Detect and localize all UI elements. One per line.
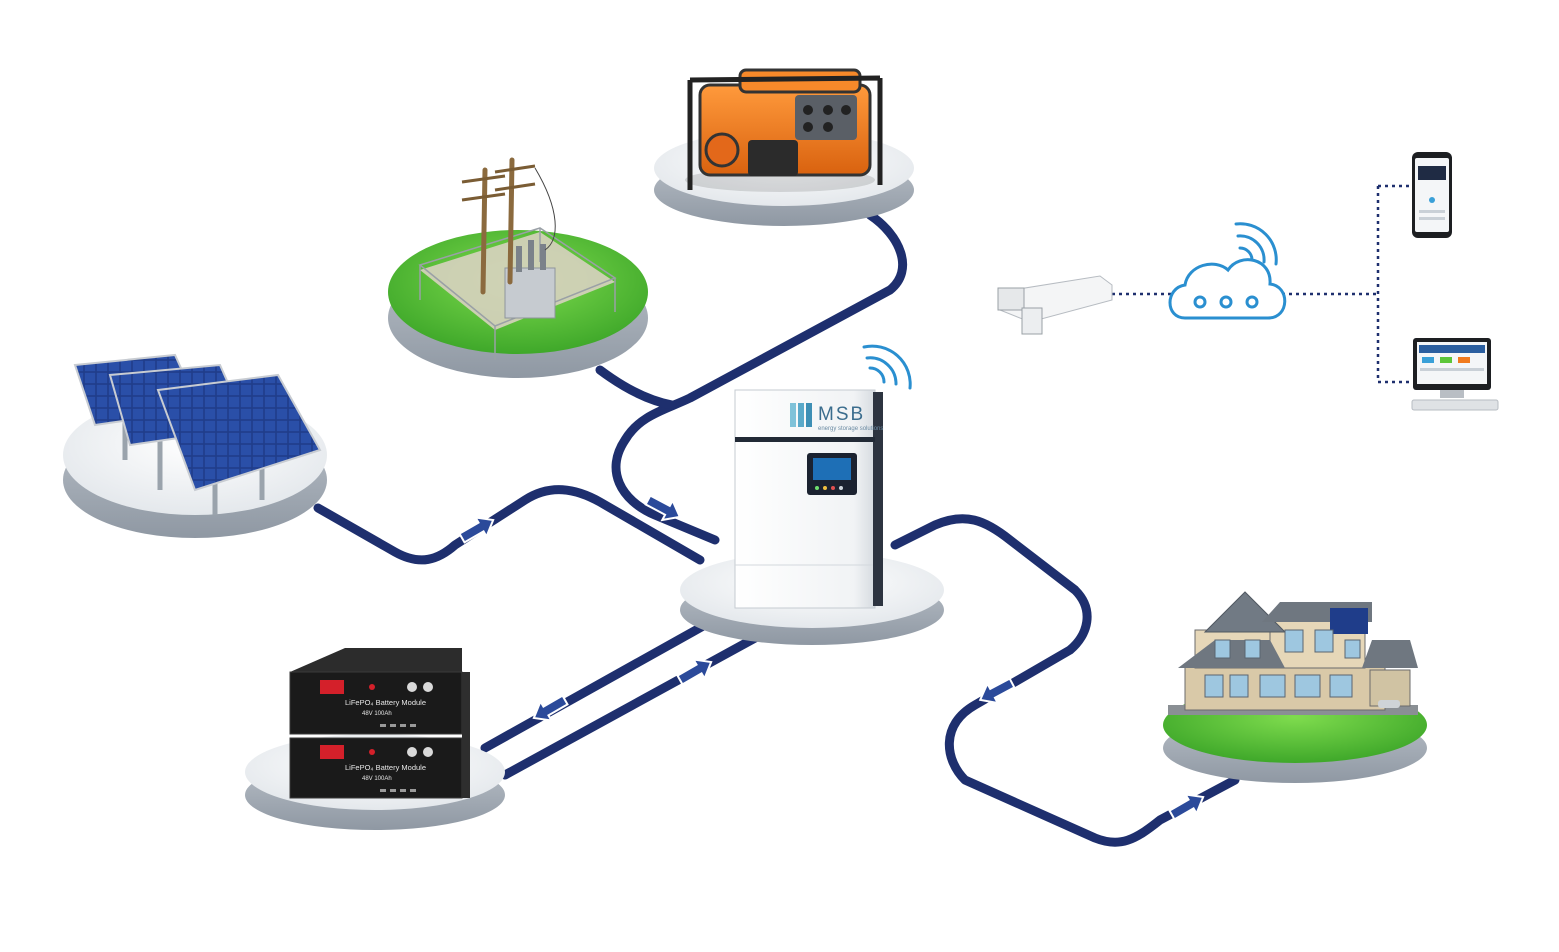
battery-module-top: [289, 671, 463, 735]
cable-grid: [595, 365, 677, 410]
arrow-to-battery: [532, 694, 569, 722]
house-icon: [1168, 591, 1418, 715]
battery-node: LiFePO₄ Battery Module 48V 100Ah LiFePO₄…: [245, 648, 505, 830]
battery-rack-icon: LiFePO₄ Battery Module 48V 100Ah LiFePO₄…: [289, 648, 470, 799]
generator-node: [654, 68, 914, 226]
battery-spec-top: 48V 100Ah: [362, 711, 392, 717]
battery-spec-bottom: 48V 100Ah: [362, 776, 392, 782]
connection-lines: [1112, 184, 1412, 384]
battery-label-top: LiFePO₄ Battery Module: [345, 698, 426, 707]
solar-node: [63, 353, 327, 538]
inverter-node: MSB energy storage solutions: [680, 344, 944, 645]
solar-panel-array-icon: [73, 353, 322, 515]
hybrid-inverter-icon: MSB energy storage solutions: [734, 389, 883, 609]
cable-paths: [313, 210, 1240, 847]
wifi-icon: [862, 344, 912, 390]
arrow-from-battery: [676, 658, 713, 686]
arrow-generator-in: [644, 494, 682, 522]
wifi-dongle-icon: [997, 275, 1113, 335]
house-node: [1163, 591, 1427, 783]
cable-generator: [611, 210, 908, 545]
monitoring-section: [997, 152, 1499, 411]
grid-node: [388, 157, 648, 378]
inverter-tagline: energy storage solutions: [818, 426, 883, 432]
cloud-icon: [1168, 258, 1287, 320]
cable-battery-in: [500, 633, 760, 780]
flow-arrows: [458, 494, 1205, 821]
cable-battery-out: [480, 620, 710, 753]
inverter-brand: MSB: [818, 404, 865, 425]
desktop-computer-icon: [1411, 338, 1499, 411]
cable-house: [890, 514, 1240, 847]
arrow-solar-in: [458, 516, 495, 544]
arrow-into-house: [1168, 793, 1205, 821]
smartphone-icon: [1412, 152, 1452, 238]
battery-label-bottom: LiFePO₄ Battery Module: [345, 763, 426, 772]
cable-solar: [313, 485, 705, 565]
arrow-to-load: [978, 677, 1016, 705]
battery-module-bottom: [289, 737, 463, 799]
cloud-wifi-icon: [1234, 222, 1278, 266]
generator-icon: [685, 68, 883, 192]
utility-substation-icon: [418, 157, 617, 360]
